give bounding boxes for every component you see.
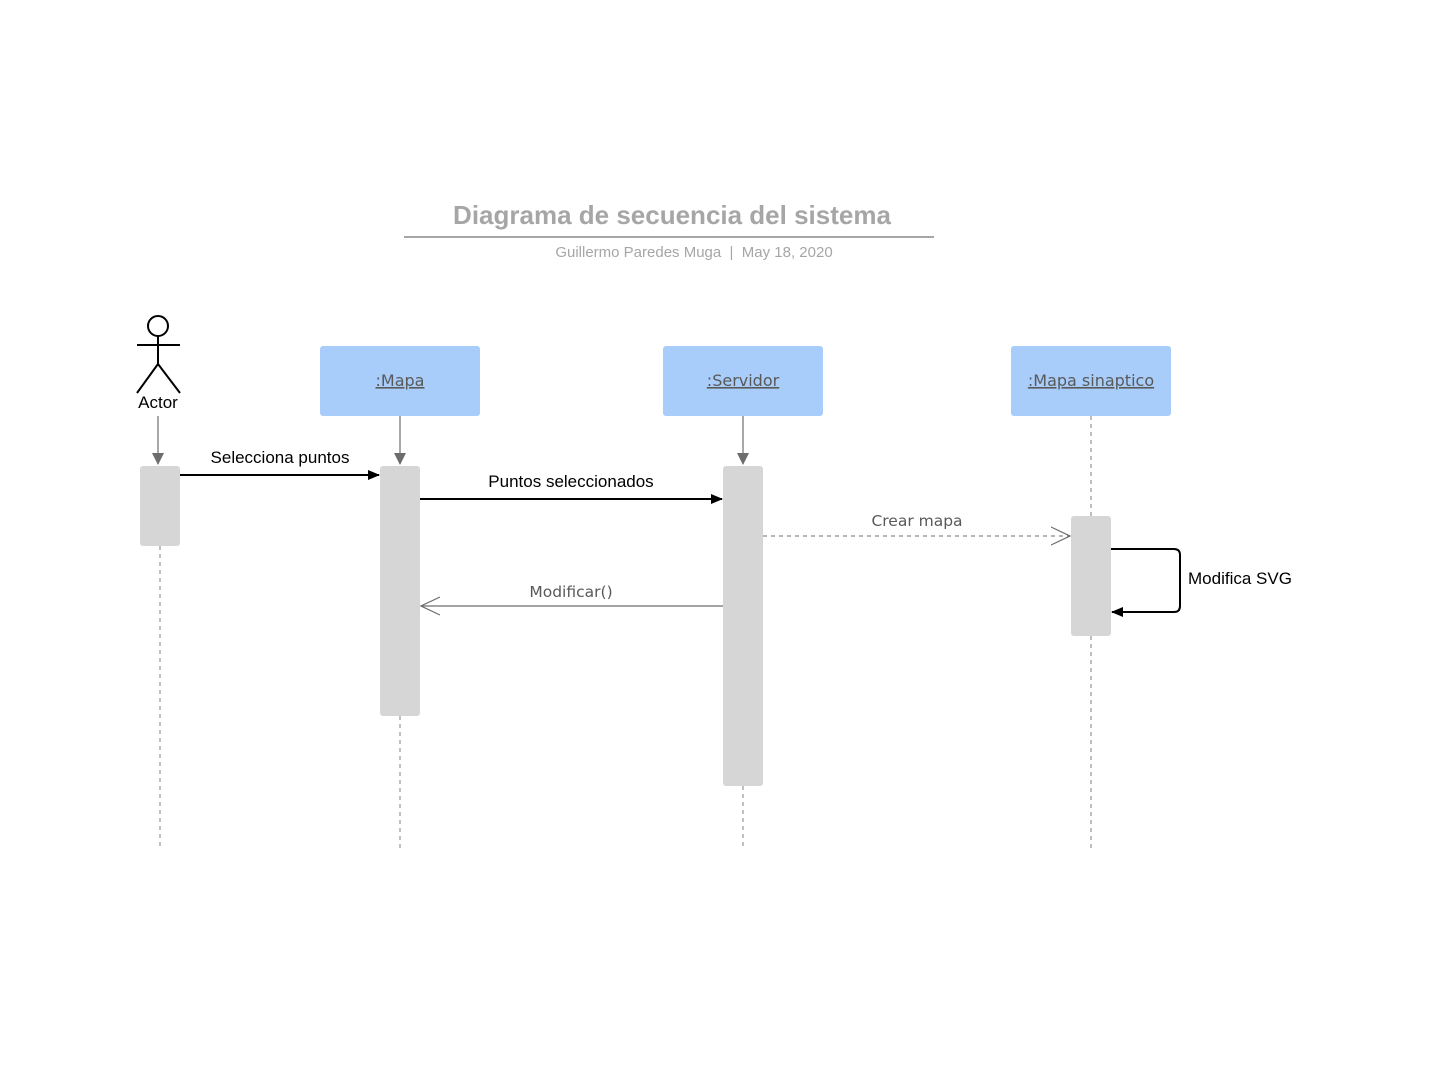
mapa-sinaptico-activation (1071, 516, 1111, 636)
stick-figure-icon (136, 315, 181, 394)
lifelines (159, 416, 1092, 848)
message-label: Crear mapa (871, 512, 962, 530)
object-box (1011, 346, 1171, 416)
diagram-title: Diagrama de secuencia del sistema (453, 200, 891, 230)
self-message-arrow (1111, 548, 1181, 617)
message-modifica-svg[interactable]: Modifica SVG (1111, 548, 1292, 617)
actor-label: Actor (138, 393, 178, 412)
object-mapa-sinaptico[interactable]: :Mapa sinaptico (1011, 346, 1171, 416)
message-modificar[interactable]: Modificar() (421, 583, 723, 606)
message-label: Puntos seleccionados (488, 472, 653, 491)
actor-figure: Actor (136, 315, 181, 412)
object-mapa[interactable]: :Mapa (320, 346, 480, 416)
object-box (320, 346, 480, 416)
message-selecciona-puntos[interactable]: Selecciona puntos (180, 448, 380, 480)
mapa-activation (380, 466, 420, 716)
message-puntos-seleccionados[interactable]: Puntos seleccionados (420, 472, 723, 504)
object-box (663, 346, 823, 416)
actor-activation (140, 466, 180, 546)
object-label: :Mapa sinaptico (1028, 371, 1154, 390)
message-label: Modificar() (529, 583, 612, 601)
object-label: :Servidor (707, 371, 780, 390)
message-label: Selecciona puntos (211, 448, 350, 467)
message-label: Modifica SVG (1188, 569, 1292, 588)
message-crear-mapa[interactable]: Crear mapa (763, 512, 1070, 536)
activation-bars (140, 466, 1111, 786)
creation-connectors (152, 416, 749, 465)
object-servidor[interactable]: :Servidor (663, 346, 823, 416)
diagram-subtitle: Guillermo Paredes Muga | May 18, 2020 (555, 244, 832, 261)
diagram-header: Diagrama de secuencia del sistema Guille… (404, 200, 934, 261)
object-label: :Mapa (376, 371, 425, 390)
servidor-activation (723, 466, 763, 786)
